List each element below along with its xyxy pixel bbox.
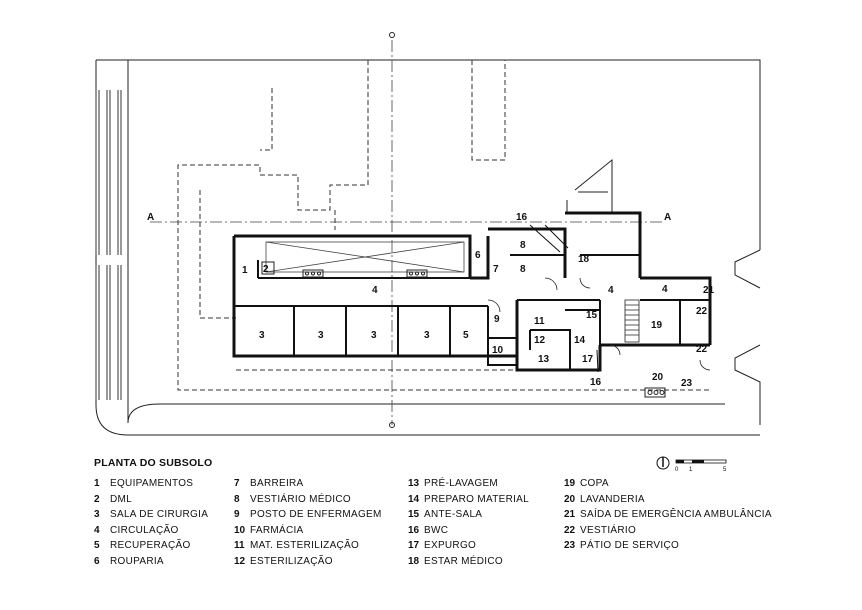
callout-lines xyxy=(529,224,599,373)
room-label-14: 14 xyxy=(574,335,586,346)
parking-stalls xyxy=(95,90,122,400)
room-label-19: 19 xyxy=(651,320,663,331)
scale-bar: 0 1 5 xyxy=(675,459,727,473)
north-arrow xyxy=(656,456,670,470)
door-swings xyxy=(487,277,711,371)
room-label-11: 11 xyxy=(534,316,545,327)
room-label-13: 13 xyxy=(538,354,550,365)
room-label-22b: 22 xyxy=(696,344,708,355)
room-label-2: 2 xyxy=(263,264,269,275)
section-mark-right: A xyxy=(664,212,671,223)
section-mark-left: A xyxy=(147,212,154,223)
room-label-9: 9 xyxy=(494,314,500,325)
room-label-1: 1 xyxy=(242,265,248,276)
interior-walls xyxy=(234,254,710,370)
room-label-3d: 3 xyxy=(424,330,430,341)
room-label-12: 12 xyxy=(534,335,546,346)
room-label-4b: 4 xyxy=(608,285,614,296)
scale-tick-5: 5 xyxy=(723,467,727,473)
room-label-3b: 3 xyxy=(318,330,324,341)
scale-tick-1: 1 xyxy=(689,467,693,473)
axis-marker-top xyxy=(389,32,395,38)
room-label-17: 17 xyxy=(582,354,594,365)
equipment-units xyxy=(261,261,666,398)
room-label-16a: 16 xyxy=(516,212,528,223)
equipment-void xyxy=(265,241,465,273)
room-label-10: 10 xyxy=(492,345,504,356)
room-label-16b: 16 xyxy=(590,377,602,388)
axis-lines xyxy=(150,40,665,425)
site-boundary xyxy=(95,59,761,436)
room-label-4a: 4 xyxy=(372,285,378,296)
dashed-outlines xyxy=(177,60,710,391)
triangle-structure xyxy=(566,158,613,214)
room-labels: 1 2 3 3 3 3 4 4 4 5 6 7 8 8 9 10 11 12 1… xyxy=(242,212,715,389)
room-label-23: 23 xyxy=(681,378,693,389)
plan-title: PLANTA DO SUBSOLO xyxy=(94,457,213,469)
building-walls xyxy=(232,211,712,372)
room-label-3c: 3 xyxy=(371,330,377,341)
scale-tick-0: 0 xyxy=(675,467,679,473)
room-label-18: 18 xyxy=(578,254,590,265)
room-label-15: 15 xyxy=(586,310,598,321)
room-label-20: 20 xyxy=(652,372,664,383)
room-label-8a: 8 xyxy=(520,240,526,251)
room-label-22a: 22 xyxy=(696,306,708,317)
room-label-5: 5 xyxy=(463,330,469,341)
section-marks: A A xyxy=(147,32,671,428)
staircase xyxy=(624,299,640,343)
room-label-21: 21 xyxy=(703,285,715,296)
room-label-8b: 8 xyxy=(520,264,526,275)
room-label-6: 6 xyxy=(475,250,481,261)
room-label-3a: 3 xyxy=(259,330,265,341)
room-label-7: 7 xyxy=(493,264,499,275)
axis-marker-bottom xyxy=(389,422,395,428)
room-label-4c: 4 xyxy=(662,284,668,295)
